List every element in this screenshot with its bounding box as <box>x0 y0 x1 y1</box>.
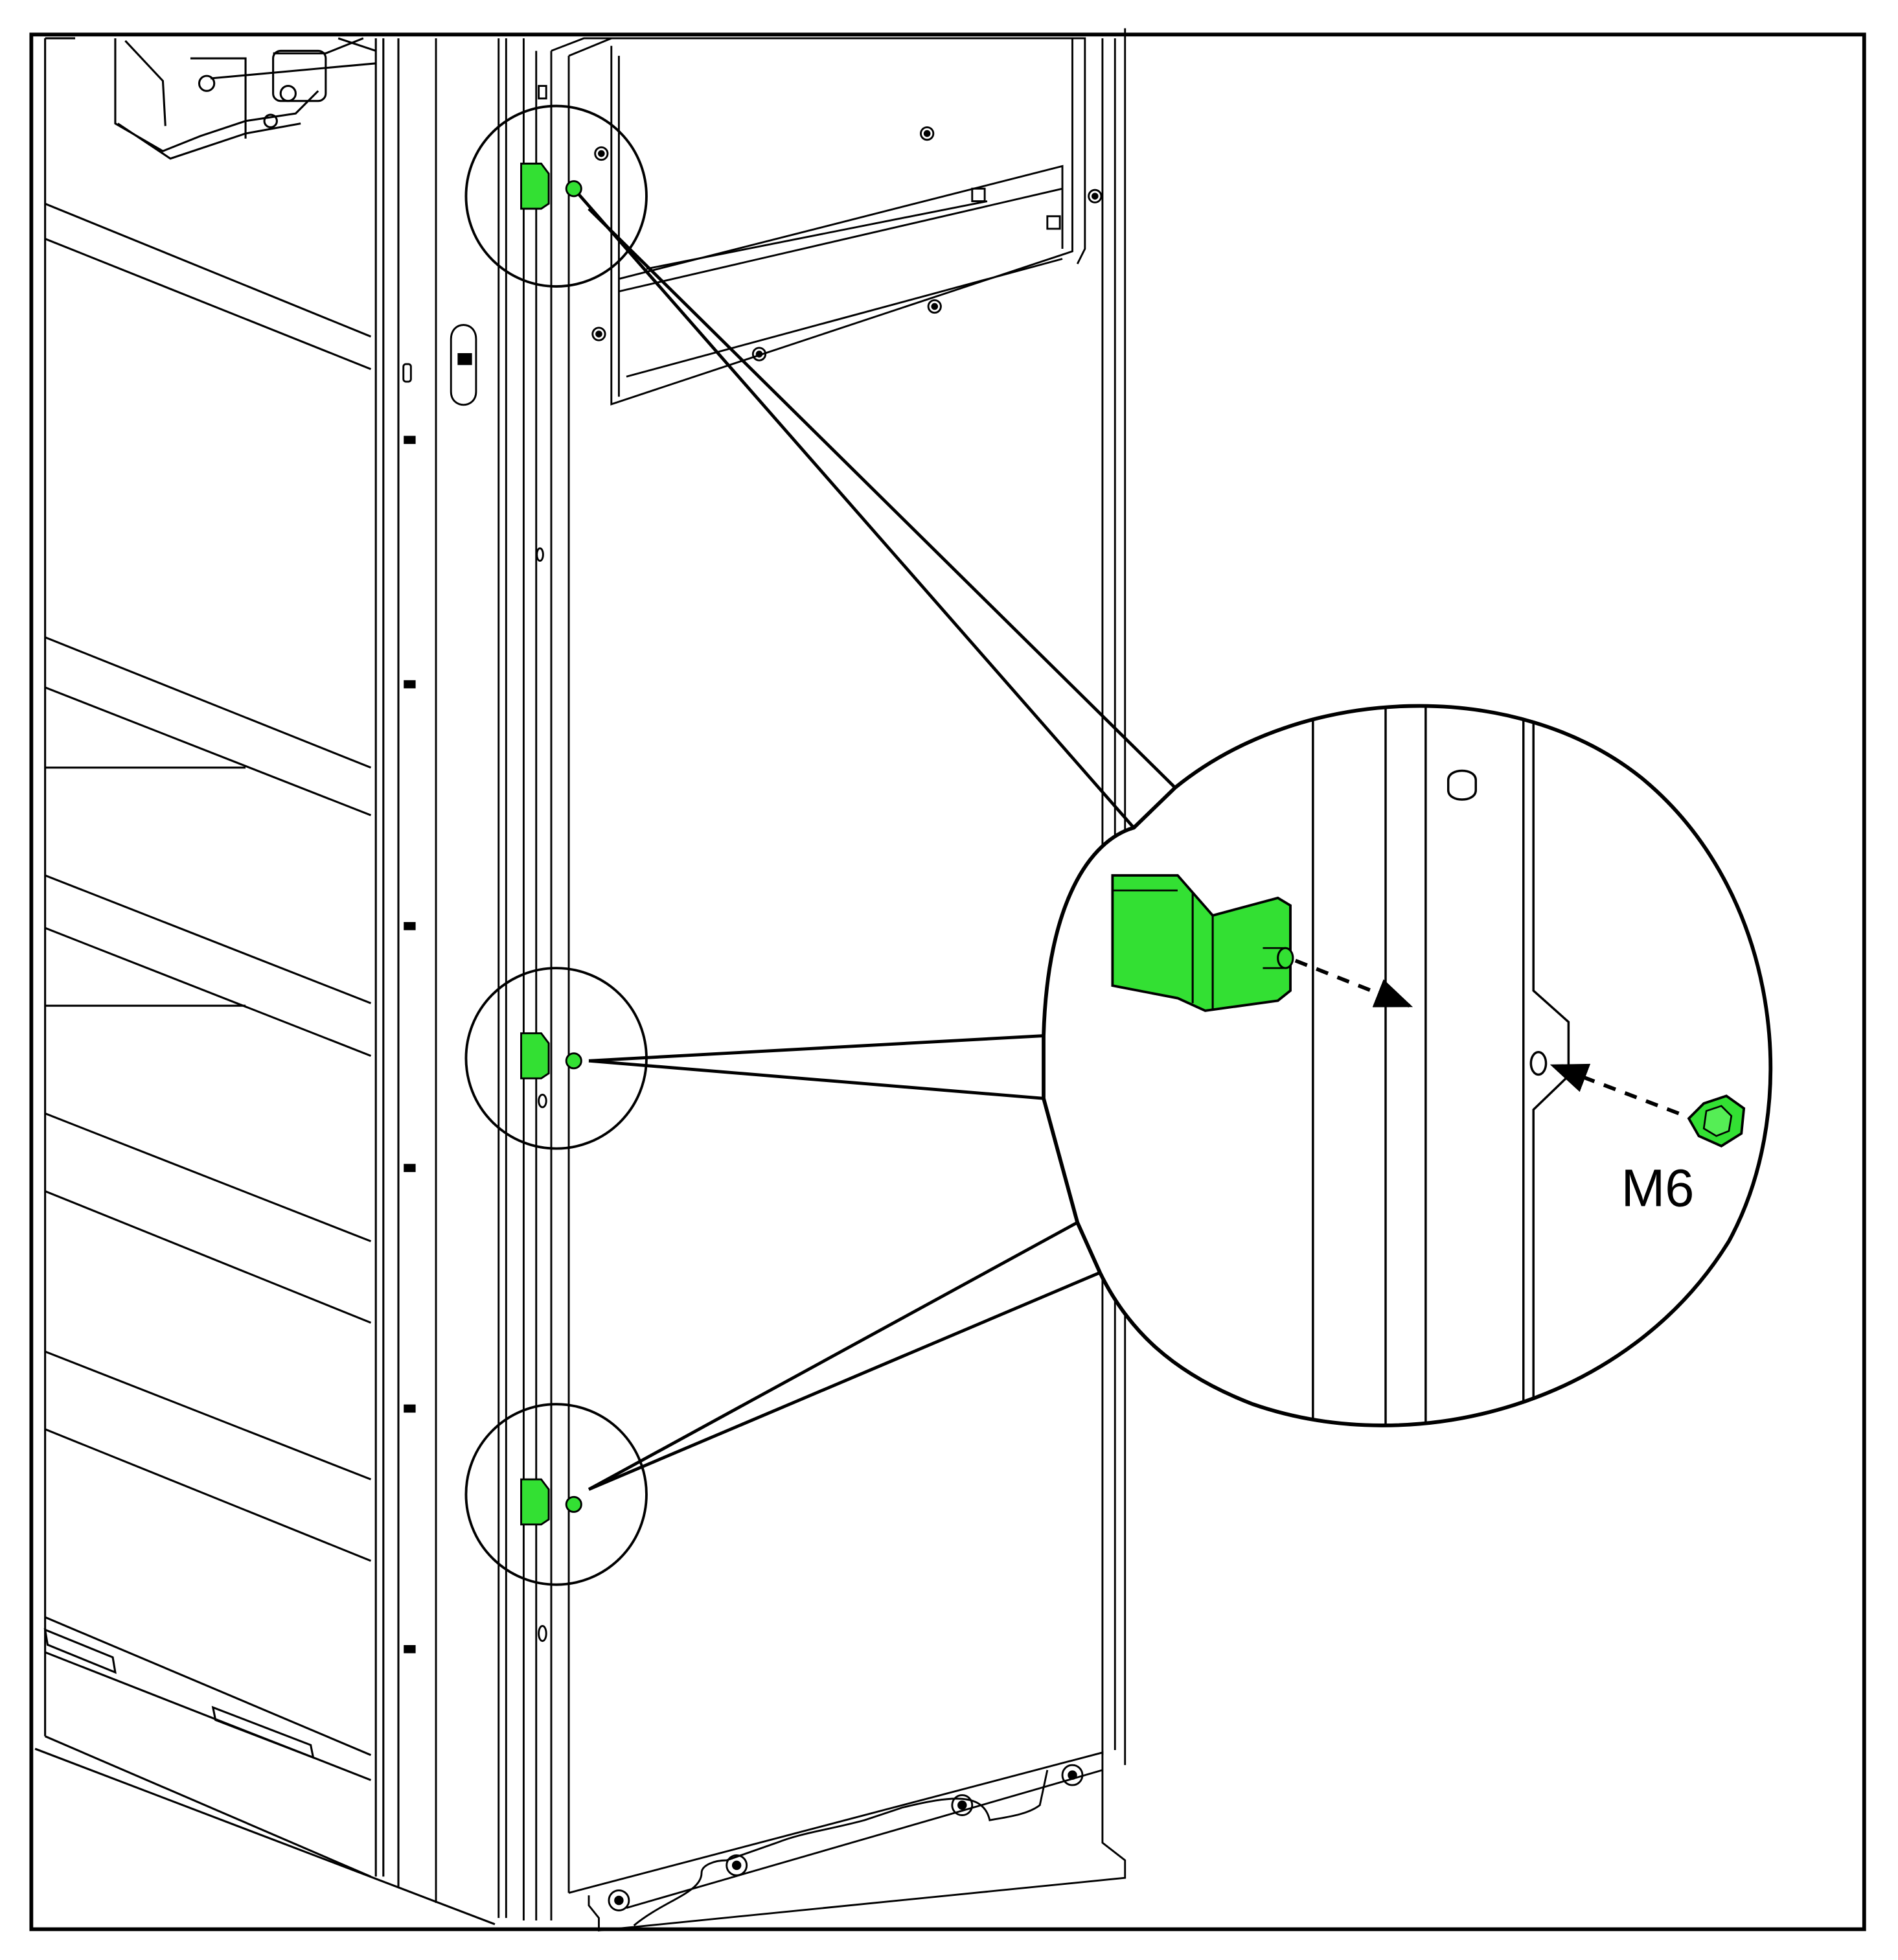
green-bracket-icon <box>520 1032 550 1079</box>
callout-circle-top <box>464 104 648 288</box>
callout-circle-bottom <box>464 1403 648 1586</box>
side-panel <box>522 28 1126 1932</box>
zoom-detail: M6 <box>1042 704 1773 1427</box>
green-bracket-icon <box>1111 874 1292 1012</box>
small-callout-circles <box>464 104 648 1586</box>
hex-nut-icon <box>565 1052 582 1070</box>
callout-circle-middle <box>464 967 648 1150</box>
zoom-nut <box>1687 1094 1746 1147</box>
green-bracket-icon <box>520 163 550 210</box>
nut-size-label: M6 <box>1621 1159 1695 1218</box>
hex-nut-icon <box>565 180 582 198</box>
callout-leaders <box>572 187 1176 1491</box>
left-post <box>402 38 507 1919</box>
small-brackets <box>520 163 582 1526</box>
cabinet-interior <box>34 37 496 1926</box>
green-bracket-icon <box>520 1478 550 1526</box>
zoom-bracket <box>1111 874 1294 1012</box>
hex-nut-icon <box>565 1495 582 1513</box>
insert-arrow <box>1294 958 1413 1008</box>
